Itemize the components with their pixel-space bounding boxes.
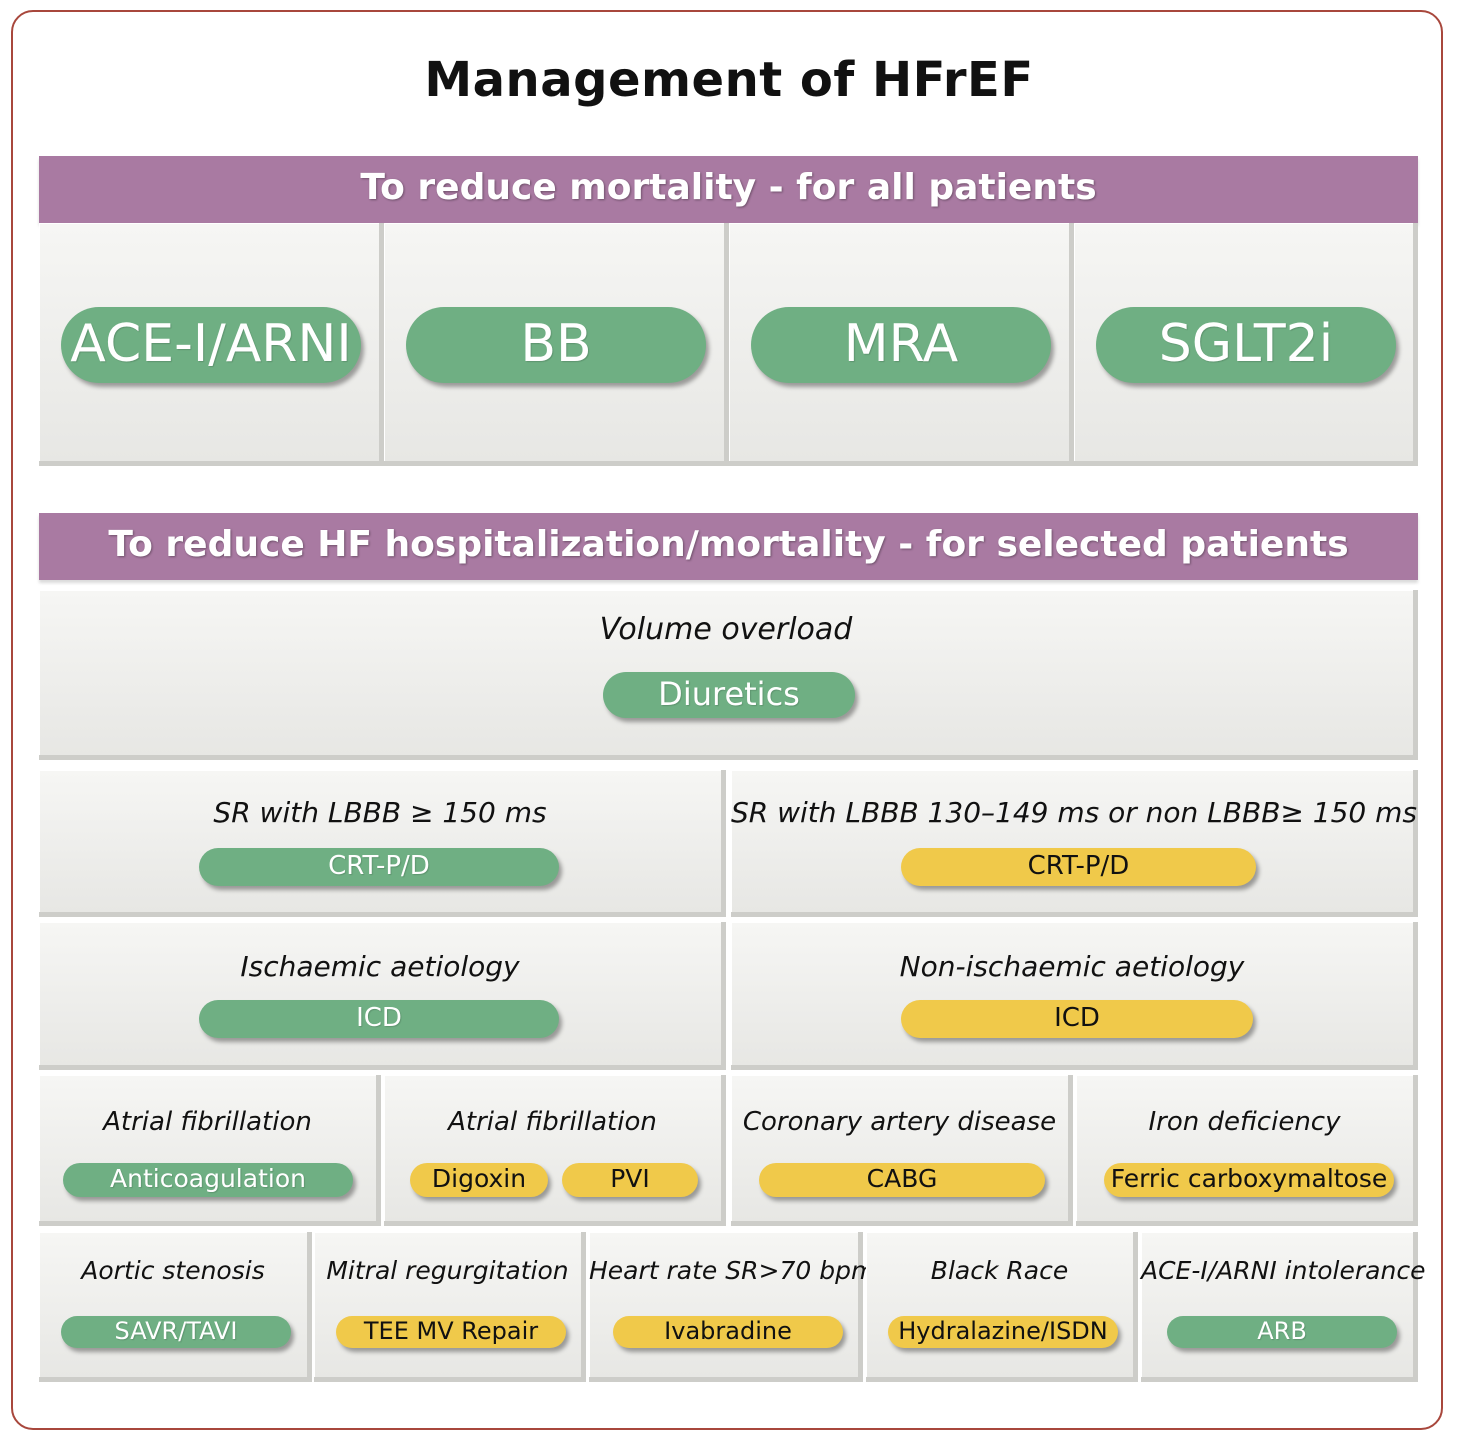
pill-ferric: Ferric carboxymaltose <box>1104 1163 1394 1197</box>
pill-ace-i-arni: ACE-I/ARNI <box>61 307 361 383</box>
cell-black-race: Black Race Hydralazine/ISDN <box>866 1232 1138 1382</box>
label-aortic: Aortic stenosis <box>81 1256 265 1285</box>
cell-arb: ACE-I/ARNI intolerance ARB <box>1141 1232 1426 1382</box>
pill-crt-yellow: CRT-P/D <box>901 848 1256 886</box>
pill-sglt2i: SGLT2i <box>1096 307 1396 383</box>
pill-anticoagulation: Anticoagulation <box>63 1163 353 1197</box>
cell-mitral: Mitral regurgitation TEE MV Repair <box>314 1232 586 1382</box>
cell-cad: Coronary artery disease CABG <box>731 1075 1073 1226</box>
cell-af-rate: Atrial fibrillation Digoxin PVI <box>384 1075 726 1226</box>
cell-aortic: Aortic stenosis SAVR/TAVI <box>39 1232 312 1382</box>
label-black-race: Black Race <box>930 1256 1069 1285</box>
drug-cell-mra: MRA <box>729 223 1074 466</box>
drug-cell-bb: BB <box>384 223 729 466</box>
cell-af-anticoag: Atrial fibrillation Anticoagulation <box>39 1075 381 1226</box>
cell-crt-lbbb150: SR with LBBB ≥ 150 ms CRT-P/D <box>39 770 726 917</box>
pill-icd-green: ICD <box>199 1000 559 1038</box>
label-iron: Iron deficiency <box>1148 1107 1341 1137</box>
pill-diuretics: Diuretics <box>603 672 855 718</box>
pill-ivabradine: Ivabradine <box>613 1316 843 1348</box>
pill-crt-green: CRT-P/D <box>199 848 559 886</box>
pill-savr-tavi: SAVR/TAVI <box>61 1316 291 1348</box>
pill-hydralazine: Hydralazine/ISDN <box>888 1316 1118 1348</box>
banner-selected-patients: To reduce HF hospitalization/mortality -… <box>39 513 1418 580</box>
pill-digoxin: Digoxin <box>410 1163 548 1197</box>
cell-crt-lbbb130: SR with LBBB 130–149 ms or non LBBB≥ 150… <box>731 770 1418 917</box>
pill-mra: MRA <box>751 307 1051 383</box>
cell-heart-rate: Heart rate SR>70 bpm Ivabradine <box>589 1232 876 1382</box>
drug-cell-sglt2i: SGLT2i <box>1074 223 1418 466</box>
cell-icd-ischaemic: Ischaemic aetiology ICD <box>39 922 726 1070</box>
label-non-ischaemic: Non-ischaemic aetiology <box>899 950 1245 983</box>
cell-icd-nonischaemic: Non-ischaemic aetiology ICD <box>731 922 1418 1070</box>
figure-title: Management of HFrEF <box>424 52 1034 108</box>
cell-volume-overload: Volume overload Diuretics <box>39 590 1418 760</box>
pill-arb: ARB <box>1167 1316 1397 1348</box>
label-crt-lbbb130: SR with LBBB 130–149 ms or non LBBB≥ 150… <box>731 796 1417 829</box>
label-heart-rate: Heart rate SR>70 bpm <box>589 1256 876 1285</box>
pill-cabg: CABG <box>759 1163 1045 1197</box>
label-cad: Coronary artery disease <box>742 1107 1057 1137</box>
pill-icd-yellow: ICD <box>901 1000 1253 1038</box>
label-ischaemic: Ischaemic aetiology <box>240 950 520 983</box>
pill-bb: BB <box>406 307 706 383</box>
pill-pvi: PVI <box>562 1163 698 1197</box>
label-af-anticoag: Atrial fibrillation <box>103 1107 312 1137</box>
label-arb: ACE-I/ARNI intolerance <box>1141 1256 1426 1285</box>
banner-all-patients: To reduce mortality - for all patients <box>39 156 1418 223</box>
label-af-rate: Atrial fibrillation <box>448 1107 657 1137</box>
pill-tee-mv-repair: TEE MV Repair <box>336 1316 566 1348</box>
cell-iron: Iron deficiency Ferric carboxymaltose <box>1076 1075 1418 1226</box>
label-volume-overload: Volume overload <box>599 612 853 647</box>
label-crt-lbbb150: SR with LBBB ≥ 150 ms <box>213 796 547 829</box>
drug-cell-acei: ACE-I/ARNI <box>39 223 384 466</box>
label-mitral: Mitral regurgitation <box>326 1256 569 1285</box>
